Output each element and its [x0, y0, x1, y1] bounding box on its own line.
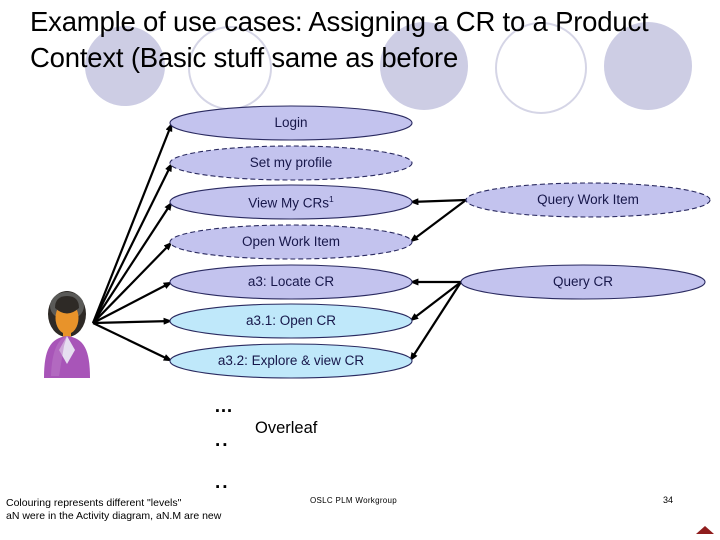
- edge-query-work-item-to-view-my-crs: [409, 198, 467, 206]
- edge-actor-to-a31-open-cr: [92, 317, 173, 325]
- use-case-ellipse-a32-explore-cr[interactable]: [169, 343, 413, 379]
- use-case-ellipse-login[interactable]: [169, 105, 413, 141]
- edge-actor-to-view-my-crs: [92, 201, 173, 324]
- use-case-ellipse-a3-locate-cr[interactable]: [169, 264, 413, 300]
- use-case-ellipse-query-cr[interactable]: [460, 264, 706, 300]
- ellipsis-dots-bottom: ..: [215, 472, 230, 493]
- use-case-ellipse-a31-open-cr[interactable]: [169, 303, 413, 339]
- edge-actor-to-a3-locate-cr: [92, 281, 173, 324]
- edge-query-cr-to-a32-explore-cr: [409, 281, 462, 362]
- edge-actor-to-open-work-item: [92, 241, 173, 324]
- edge-actor-to-a32-explore-cr: [92, 322, 173, 362]
- diagram-edges: [91, 122, 467, 362]
- use-case-ellipse-set-profile[interactable]: [169, 145, 413, 181]
- ellipsis-dots-middle: ..: [215, 430, 230, 451]
- edge-actor-to-set-profile: [92, 162, 173, 324]
- footer-workgroup: OSLC PLM Workgroup: [310, 496, 398, 505]
- ellipsis-dots-top: …: [214, 396, 235, 417]
- edge-query-work-item-to-open-work-item: [409, 199, 467, 243]
- diagram-nodes: [169, 105, 711, 379]
- use-case-ellipse-query-work-item[interactable]: [465, 182, 711, 218]
- edge-actor-to-login: [91, 122, 174, 324]
- corner-triangle-decoration: [696, 526, 714, 534]
- use-case-ellipse-view-my-crs[interactable]: [169, 184, 413, 220]
- use-case-ellipse-open-work-item[interactable]: [169, 224, 413, 260]
- colour-legend-footnote: Colouring represents different "levels" …: [6, 497, 222, 522]
- edge-query-cr-to-a31-open-cr: [409, 281, 462, 322]
- overleaf-label: Overleaf: [255, 419, 318, 437]
- user-actor-icon: [44, 291, 90, 378]
- footer-page-number: 34: [663, 495, 674, 505]
